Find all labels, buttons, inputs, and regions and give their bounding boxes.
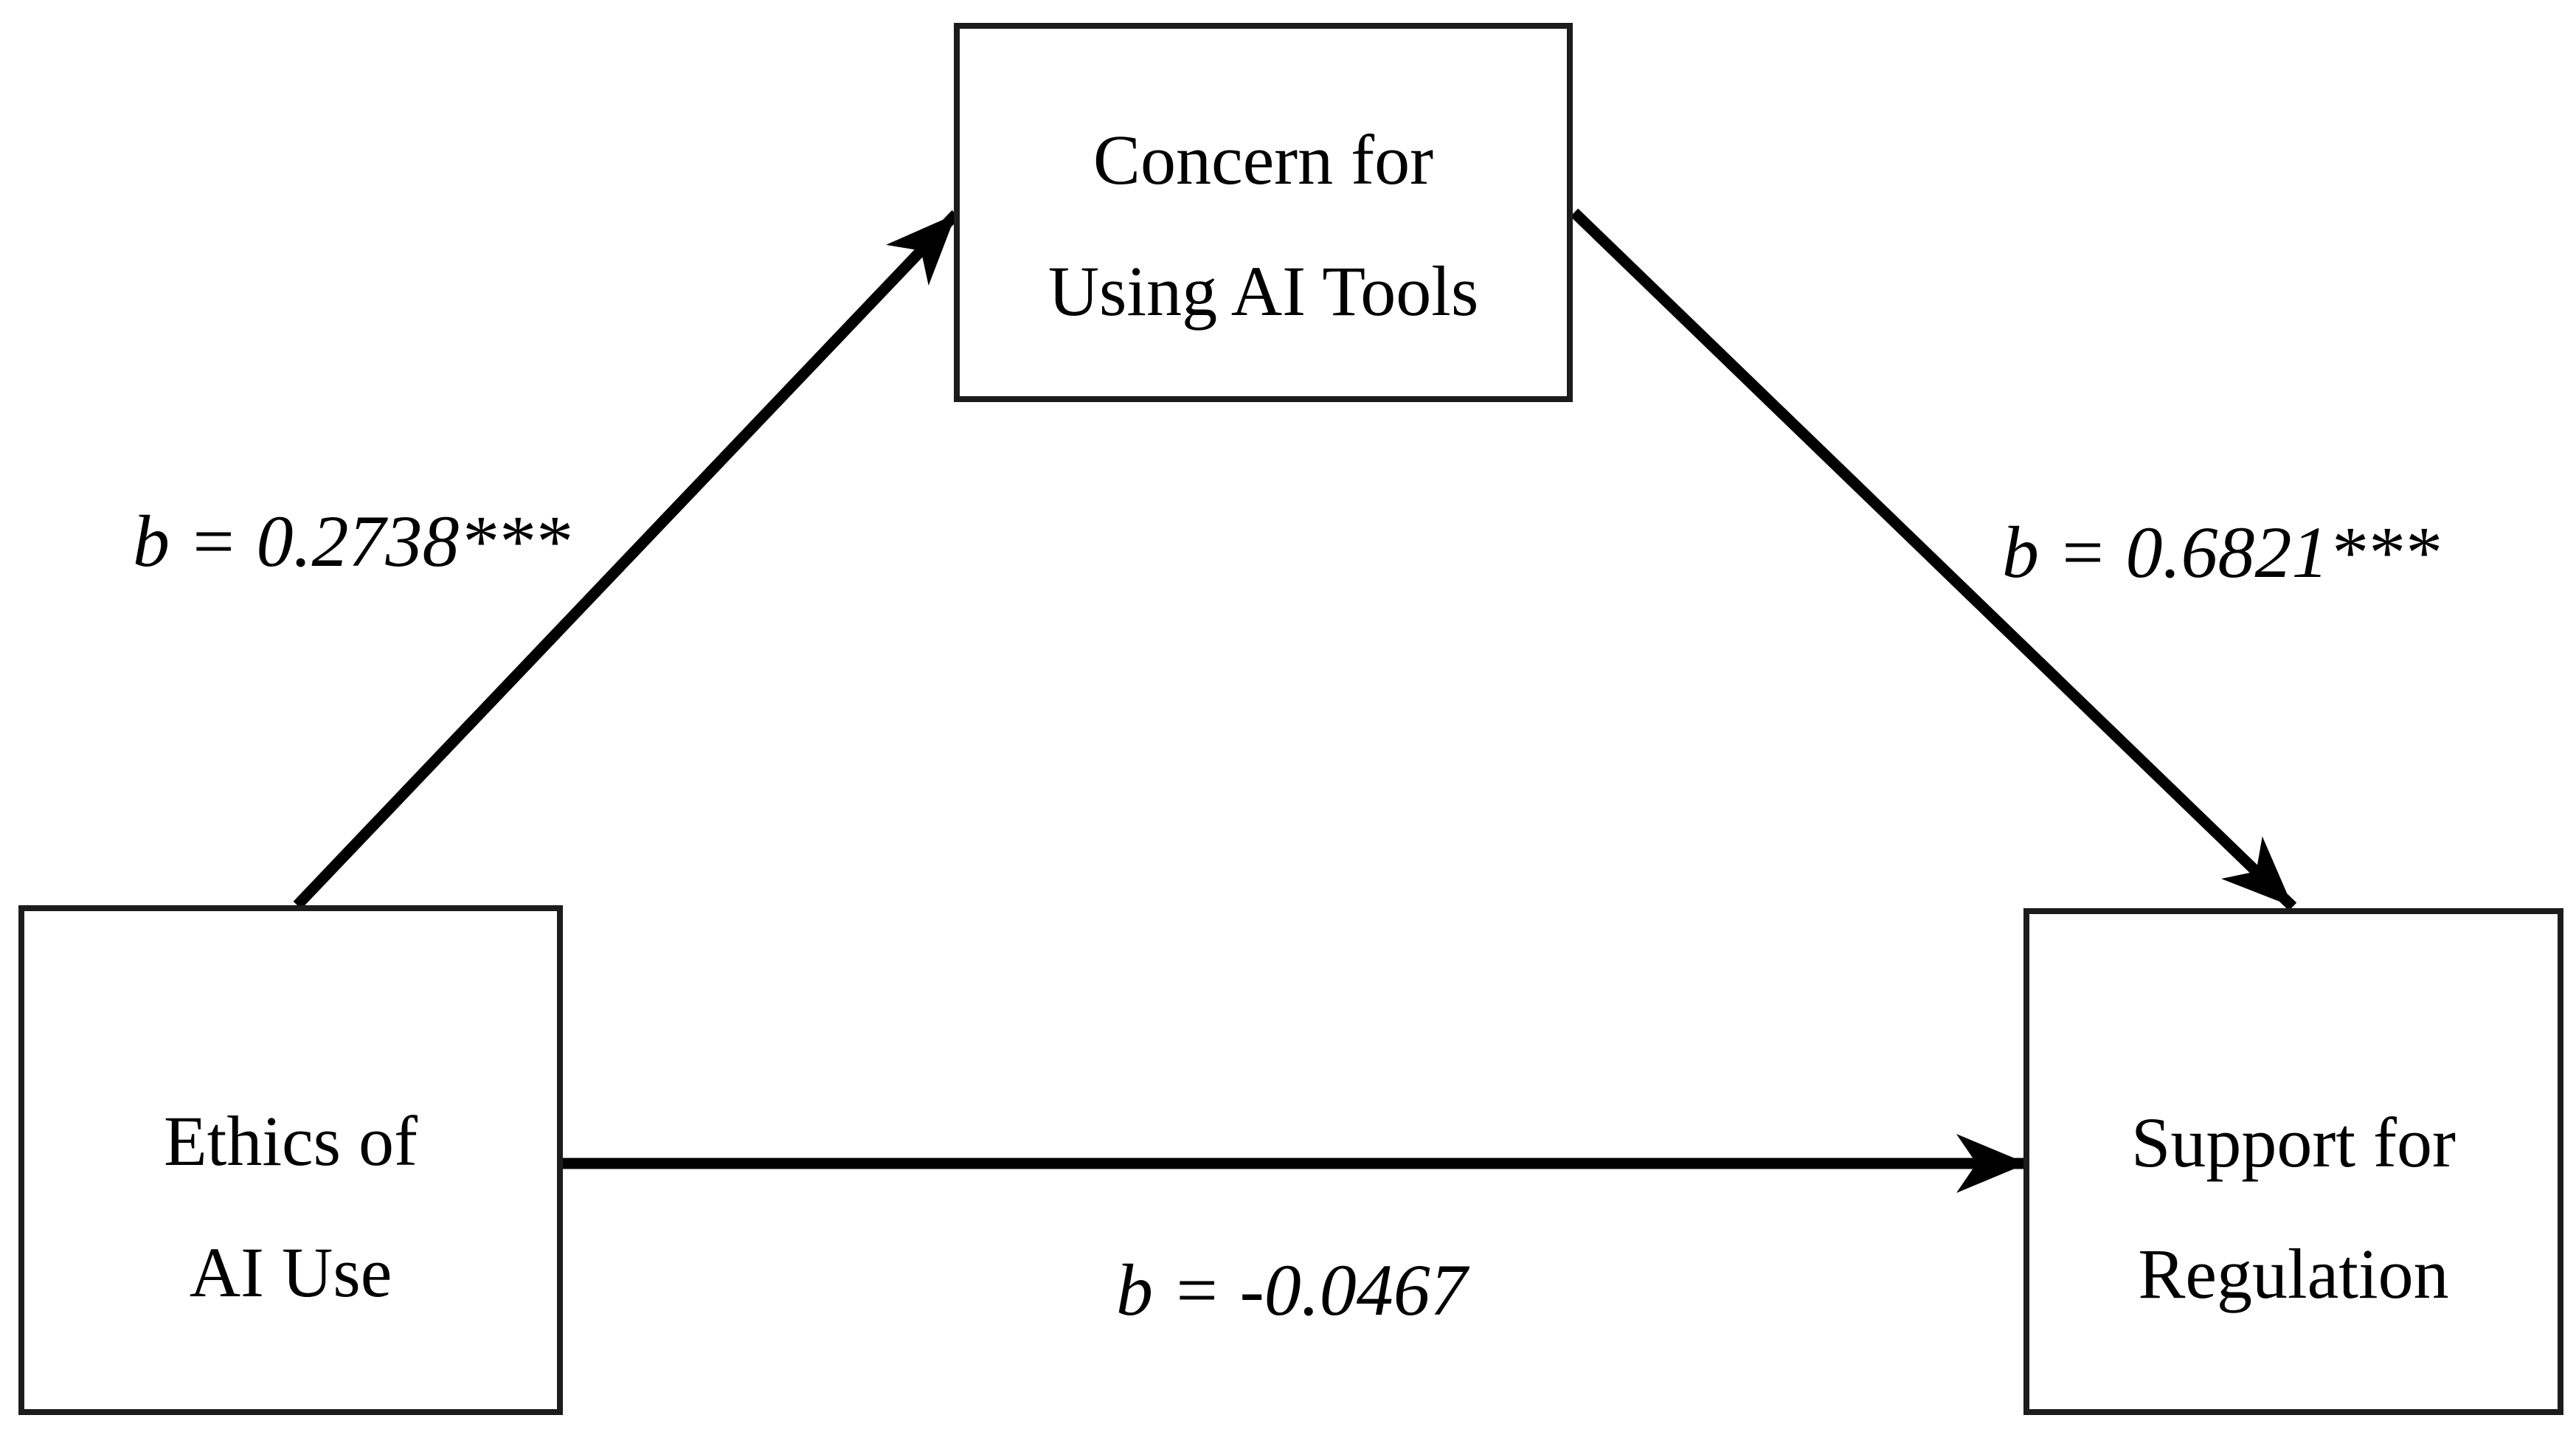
mediator-node-label-line2: Using AI Tools xyxy=(1048,252,1479,331)
mediator-node-concern-for-using-ai-tools: Concern for Using AI Tools xyxy=(954,23,1573,402)
path-a-coefficient-label: b = 0.2738*** xyxy=(133,500,570,582)
path-b-arrow xyxy=(1570,208,2297,911)
path-b-coefficient-label: b = 0.6821*** xyxy=(2002,511,2440,593)
predictor-node-label-line2: AI Use xyxy=(189,1232,392,1312)
path-a-arrow xyxy=(293,210,960,910)
predictor-node-ethics-of-ai-use: Ethics of AI Use xyxy=(18,905,563,1415)
path-c-coefficient-label: b = -0.0467 xyxy=(1116,1249,1467,1331)
predictor-node-label-line1: Ethics of xyxy=(164,1101,418,1180)
outcome-node-support-for-regulation: Support for Regulation xyxy=(2023,908,2563,1415)
mediator-node-label-line1: Concern for xyxy=(1093,120,1434,200)
outcome-node-label-line2: Regulation xyxy=(2138,1234,2449,1313)
outcome-node-label-line1: Support for xyxy=(2131,1102,2456,1182)
